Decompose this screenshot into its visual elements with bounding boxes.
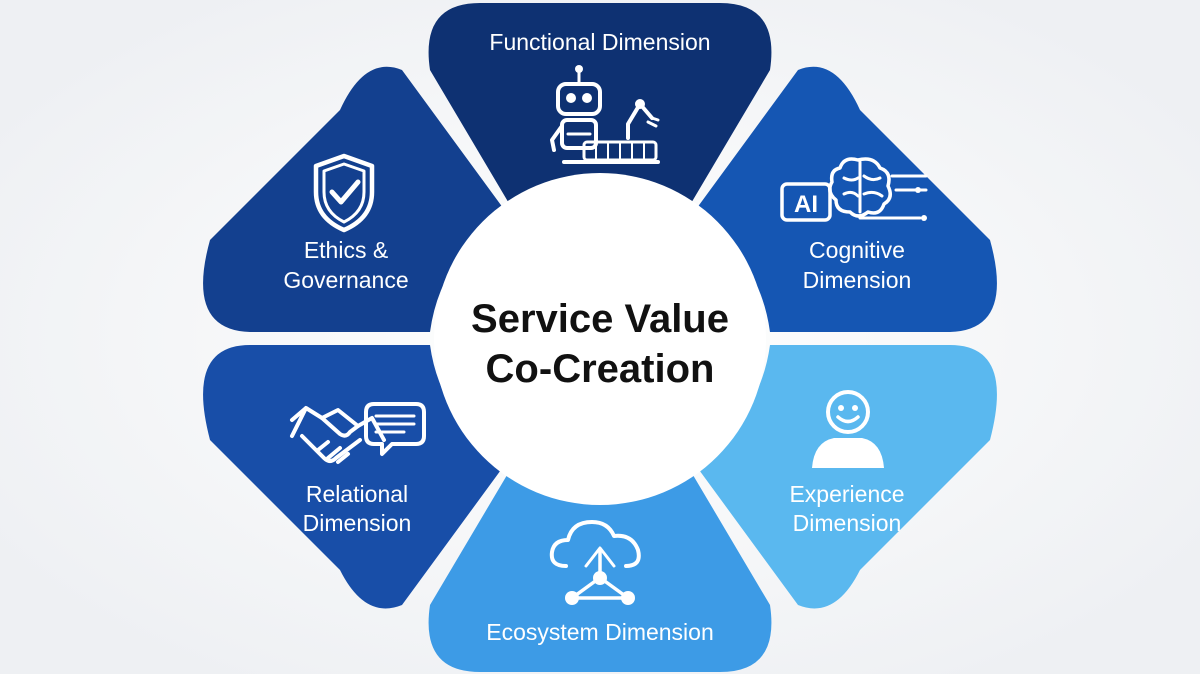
cloud-network-icon [549,520,641,605]
segment-experience-label-line1: Experience [789,481,904,507]
segment-ecosystem: Ecosystem Dimension [428,470,772,672]
segment-cognitive-shape [694,66,997,333]
segment-cognitive-label-line1: Cognitive [809,237,905,263]
ai-brain-icon: AI [780,157,928,222]
segment-ecosystem-label: Ecosystem Dimension [486,619,714,645]
robot-arm-icon [550,65,660,164]
segment-relational-label-line2: Dimension [303,510,412,536]
handshake-chat-icon [290,402,426,464]
segment-relational: Relational Dimension [203,345,507,609]
center-title-line2: Co-Creation [486,347,715,391]
center-hub: Service Value Co-Creation [434,173,766,505]
segment-relational-label-line1: Relational [306,481,408,507]
segment-relational-shape [203,345,507,609]
segment-ethics-label-line1: Ethics & [304,237,388,263]
segment-cognitive-label-line2: Dimension [803,267,912,293]
segment-ethics-shape [203,66,507,333]
segment-ethics-label-line2: Governance [283,267,408,293]
segment-experience: Experience Dimension [694,345,997,609]
segment-ethics: Ethics & Governance [203,66,507,333]
segment-experience-label-line2: Dimension [793,510,902,536]
segment-functional-label: Functional Dimension [489,29,710,55]
shield-check-icon [313,153,375,233]
smiley-user-icon [812,390,884,468]
segment-functional: Functional Dimension [428,3,772,205]
segment-cognitive: Cognitive Dimension AI [694,66,997,333]
center-circle [434,173,766,505]
segment-experience-shape [694,345,997,609]
ai-badge-text: AI [794,191,818,218]
center-title-line1: Service Value [471,297,729,341]
